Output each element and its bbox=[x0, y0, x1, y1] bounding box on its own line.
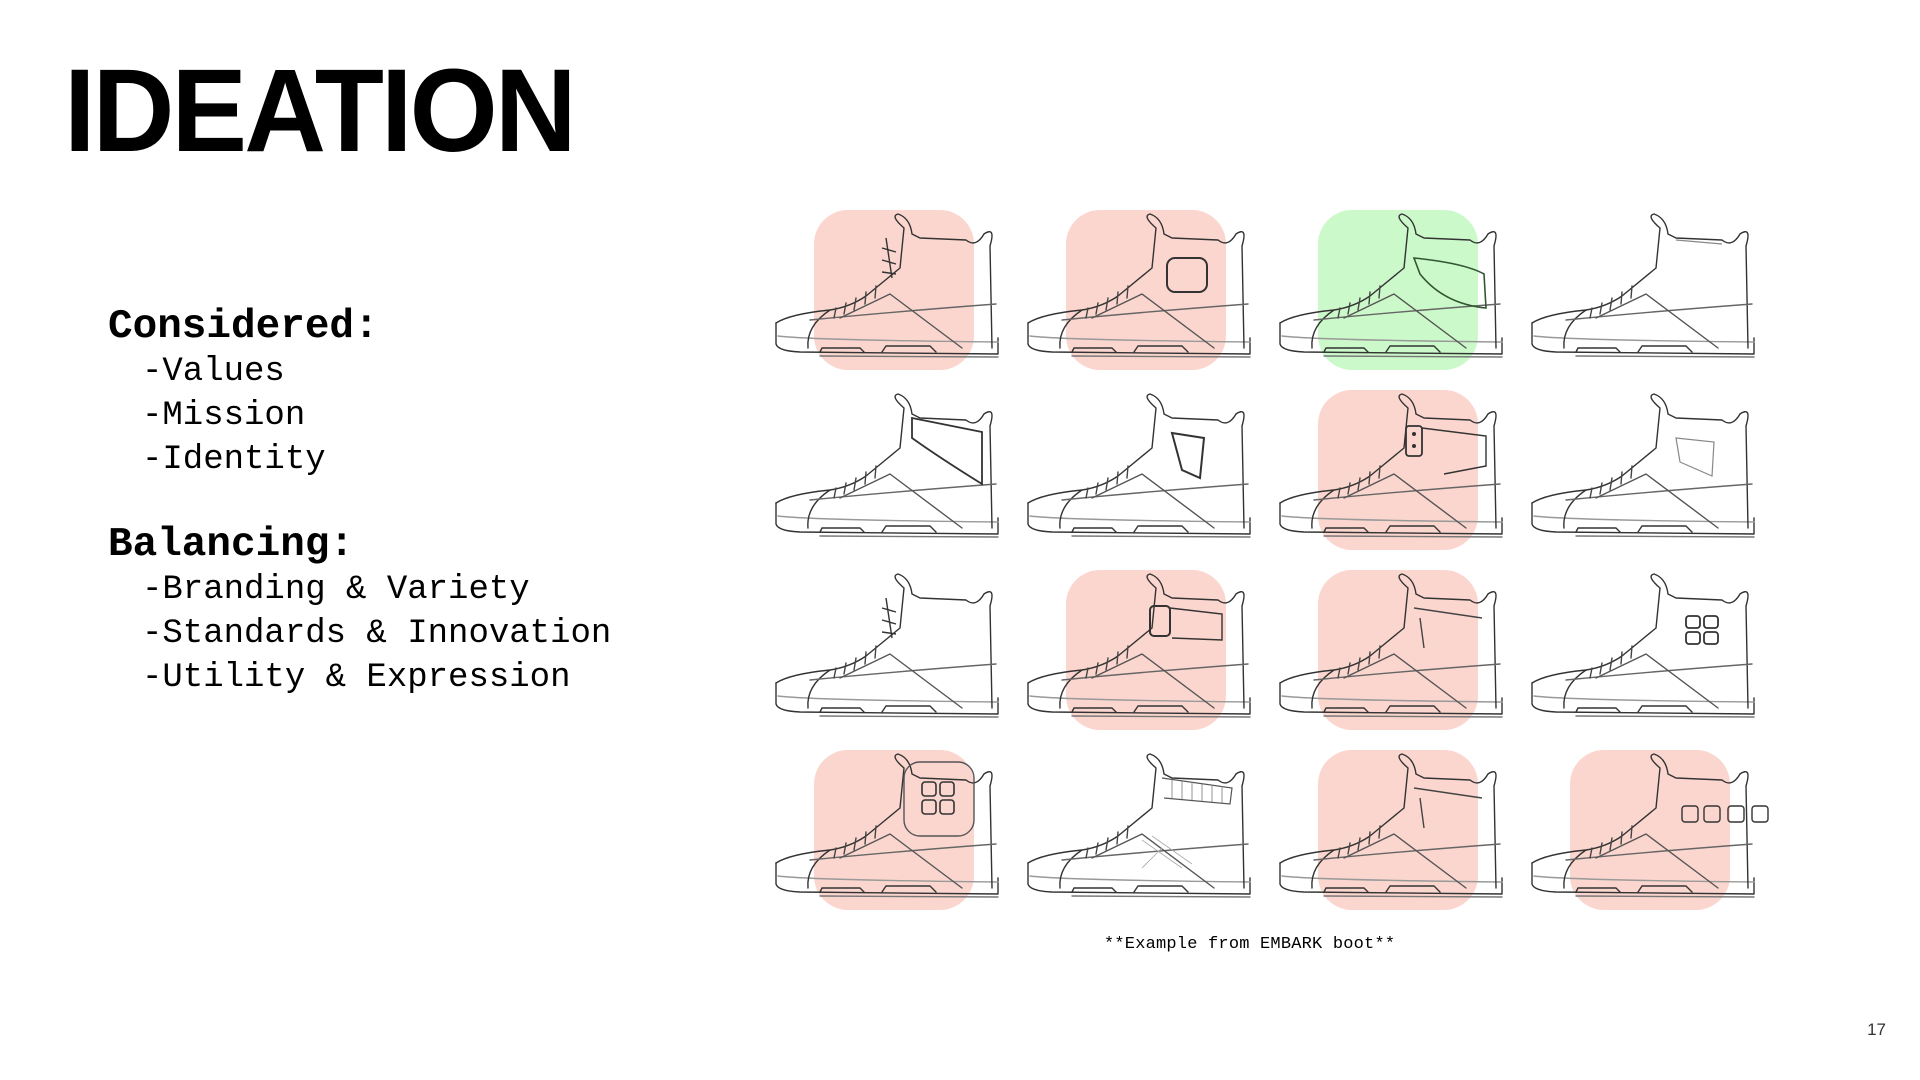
boot-sketch bbox=[770, 748, 1022, 928]
boot-sketch bbox=[1526, 748, 1778, 928]
boot-sketch-icon bbox=[775, 753, 999, 898]
caption: **Example from EMBARK boot** bbox=[1104, 935, 1396, 954]
considered-section: Considered: -Values -Mission -Identity bbox=[108, 304, 611, 482]
balancing-item: -Standards & Innovation bbox=[142, 615, 612, 653]
considered-heading: Considered: bbox=[108, 304, 379, 350]
boot-sketch bbox=[1526, 208, 1778, 388]
boot-sketch-icon bbox=[1027, 753, 1251, 898]
boot-sketch-icon bbox=[1279, 753, 1503, 898]
boot-sketch-icon bbox=[1279, 393, 1503, 538]
boot-sketch-icon bbox=[1027, 393, 1251, 538]
rejected-highlight bbox=[814, 750, 974, 910]
rejected-highlight bbox=[1318, 390, 1478, 550]
boot-sketch bbox=[770, 208, 1022, 388]
balancing-item: -Utility & Expression bbox=[142, 659, 571, 697]
boot-sketch-icon bbox=[1531, 753, 1769, 898]
boot-sketch-icon bbox=[1027, 213, 1251, 358]
balancing-item: -Branding & Variety bbox=[142, 571, 530, 609]
text-lists: Considered: -Values -Mission -Identity B… bbox=[108, 304, 611, 700]
boot-sketch-grid bbox=[770, 208, 1778, 928]
boot-sketch bbox=[1526, 388, 1778, 568]
balancing-heading: Balancing: bbox=[108, 522, 355, 568]
boot-sketch bbox=[1022, 208, 1274, 388]
considered-item: -Values bbox=[142, 353, 285, 391]
balancing-section: Balancing: -Branding & Variety -Standard… bbox=[108, 522, 611, 700]
rejected-highlight bbox=[1570, 750, 1730, 910]
rejected-highlight bbox=[1318, 570, 1478, 730]
page-number: 17 bbox=[1867, 1020, 1886, 1039]
boot-sketch bbox=[1274, 568, 1526, 748]
boot-sketch-icon bbox=[1531, 573, 1755, 718]
boot-sketch bbox=[1022, 748, 1274, 928]
boot-sketch bbox=[1274, 748, 1526, 928]
boot-sketch bbox=[1526, 568, 1778, 748]
boot-sketch bbox=[770, 388, 1022, 568]
boot-sketch-icon bbox=[775, 393, 999, 538]
boot-sketch bbox=[1022, 388, 1274, 568]
boot-sketch-icon bbox=[1531, 213, 1755, 358]
boot-sketch-icon bbox=[1027, 573, 1251, 718]
boot-sketch bbox=[1022, 568, 1274, 748]
boot-sketch-icon bbox=[1531, 393, 1755, 538]
rejected-highlight bbox=[1066, 210, 1226, 370]
slide-title: IDEATION bbox=[64, 45, 577, 177]
considered-item: -Identity bbox=[142, 441, 326, 479]
boot-sketch bbox=[1274, 208, 1526, 388]
boot-sketch-icon bbox=[775, 573, 999, 718]
selected-highlight bbox=[1318, 210, 1478, 370]
boot-sketch bbox=[770, 568, 1022, 748]
boot-sketch-icon bbox=[775, 213, 999, 358]
boot-sketch bbox=[1274, 388, 1526, 568]
boot-sketch-icon bbox=[1279, 573, 1503, 718]
considered-item: -Mission bbox=[142, 397, 306, 435]
boot-sketch-icon bbox=[1279, 213, 1503, 358]
rejected-highlight bbox=[1066, 570, 1226, 730]
rejected-highlight bbox=[814, 210, 974, 370]
rejected-highlight bbox=[1318, 750, 1478, 910]
